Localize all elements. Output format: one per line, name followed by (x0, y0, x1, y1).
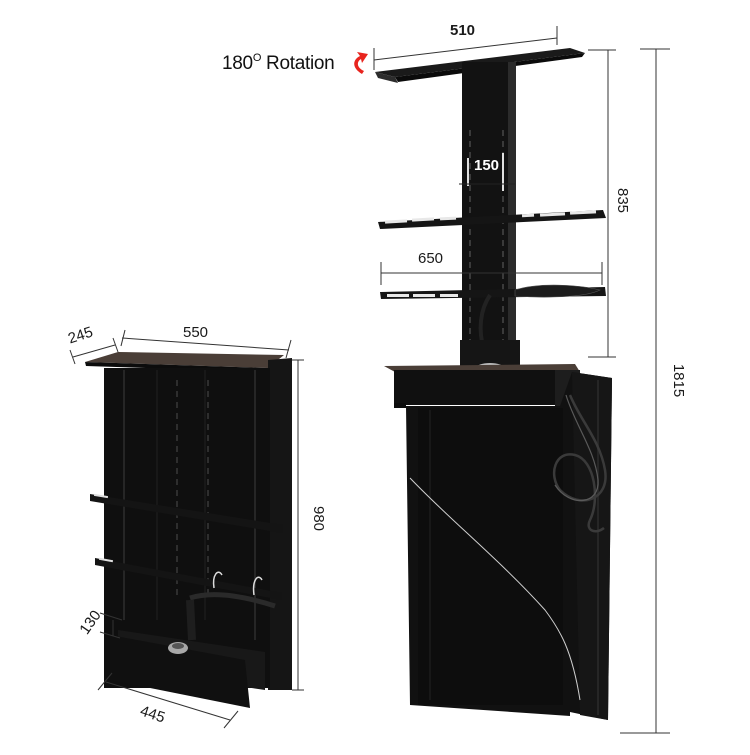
rotation-label: 180O Rotation (222, 52, 335, 75)
rotation-degrees: 180 (222, 53, 253, 74)
dimension-lines (69, 26, 670, 734)
dim-cabinet-width: 550 (183, 324, 209, 341)
dim-extended-total-height: 1815 (670, 363, 688, 398)
dim-top-plate-width: 510 (450, 22, 476, 39)
tv-bracket-upper-left (90, 493, 283, 533)
dim-vesa-spacing: 150 (474, 157, 500, 174)
base-motor-box (110, 599, 265, 708)
tv-bracket-upper (378, 210, 606, 229)
rotation-arrow-icon (354, 52, 368, 74)
retracted-lift-unit (85, 352, 292, 708)
cabinet-body-right (406, 372, 612, 720)
extended-lift-unit (375, 48, 612, 720)
dim-bracket-width: 650 (418, 250, 444, 267)
rotation-text: Rotation (261, 53, 335, 74)
cabinet-lid (85, 352, 284, 368)
tv-bracket-lower-left (95, 557, 282, 600)
dim-lift-column-height: 835 (614, 187, 632, 214)
head-box (384, 340, 580, 408)
degree-symbol: O (252, 52, 262, 64)
dim-cabinet-height: 980 (310, 505, 328, 532)
